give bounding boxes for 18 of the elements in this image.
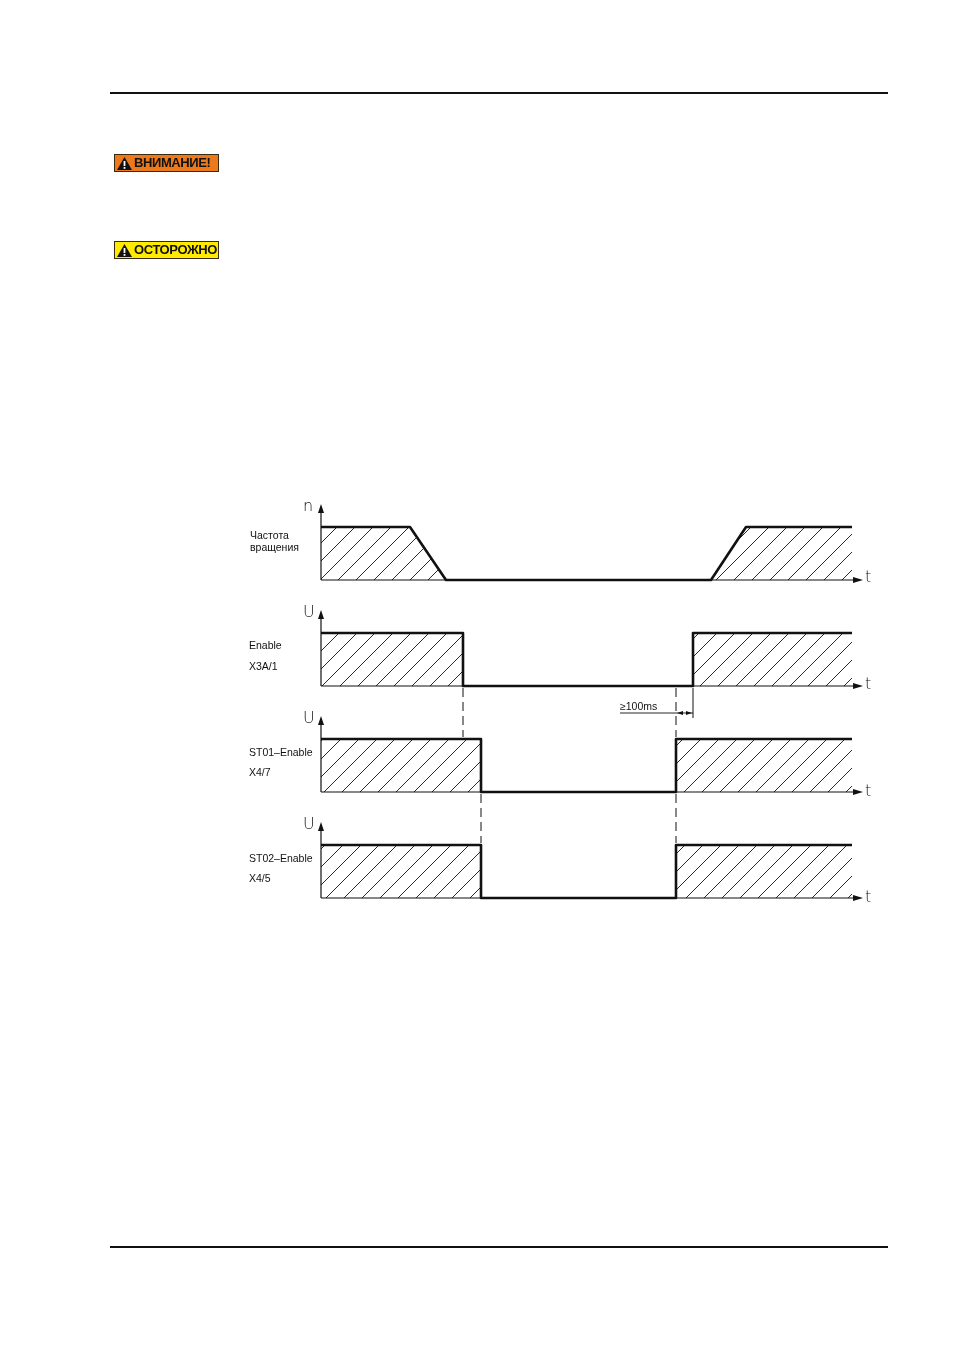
signal-label: Enable xyxy=(249,639,282,651)
axis-label: t xyxy=(865,569,872,585)
warning-label: ОСТОРОЖНО xyxy=(134,243,217,257)
axis-label: n xyxy=(303,498,314,514)
axis-label: U xyxy=(303,710,315,726)
signal-label: ST02–Enable xyxy=(249,852,313,864)
axis-label: t xyxy=(865,676,872,692)
pin-label: X4/7 xyxy=(249,766,271,778)
signal-label: Частота вращения xyxy=(250,529,300,553)
axis-label: U xyxy=(303,816,315,832)
axis-label: t xyxy=(865,783,872,799)
pin-label: X4/5 xyxy=(249,872,271,884)
pin-label: X3A/1 xyxy=(249,660,278,672)
axis-label: t xyxy=(865,889,872,905)
dimension-label: ≥100ms xyxy=(620,700,658,712)
signal-label: ST01–Enable xyxy=(249,746,313,758)
axis-label: U xyxy=(303,604,315,620)
warning-label: ВНИМАНИЕ! xyxy=(134,156,211,170)
